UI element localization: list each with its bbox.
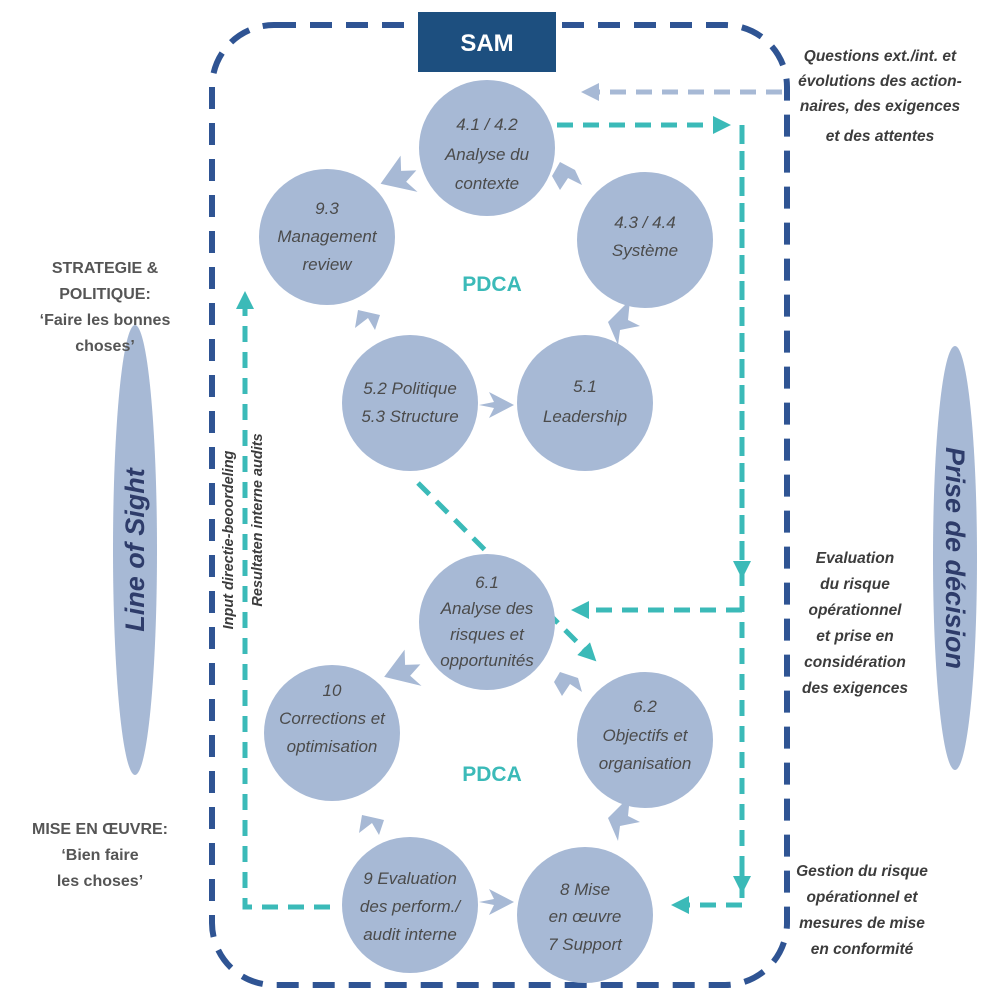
cycle-chevrons-bottom — [359, 649, 640, 915]
node-risques-line1: 6.1 — [475, 573, 499, 592]
node-corrections: 10 Corrections et optimisation — [264, 665, 400, 801]
resultaten-audits-label: Resultaten interne audits — [250, 433, 266, 606]
questions-line3: naires, des exigences — [800, 98, 961, 115]
node-context-line2: Analyse du — [444, 145, 530, 164]
evaluation-line6: des exigences — [802, 680, 908, 697]
sam-title-box: SAM — [418, 12, 556, 72]
evaluation-risque-label: Evaluation du risque opérationnel et pri… — [802, 550, 908, 697]
node-context: 4.1 / 4.2 Analyse du contexte — [419, 80, 555, 216]
mise-en-oeuvre-label: MISE EN ŒUVRE: ‘Bien faire les choses’ — [32, 821, 168, 890]
node-leadership-line1: 5.1 — [573, 377, 597, 396]
node-support: 8 Mise en œuvre 7 Support — [517, 847, 653, 983]
sam-title: SAM — [460, 30, 513, 57]
node-objectifs-line1: 6.2 — [633, 697, 657, 716]
line-of-sight-ellipse: Line of Sight — [113, 325, 157, 775]
node-risques: 6.1 Analyse des risques et opportunités — [419, 554, 555, 690]
node-evaluation-line2: des perform./ — [360, 897, 462, 916]
evaluation-line1: Evaluation — [816, 550, 894, 567]
strategie-line3: ‘Faire les bonnes — [40, 312, 171, 329]
line-of-sight-label: Line of Sight — [120, 467, 150, 631]
node-support-line1: 8 Mise — [560, 880, 610, 899]
strategie-line2: POLITIQUE: — [59, 286, 151, 303]
questions-line1: Questions ext./int. et — [804, 48, 957, 65]
node-politique-line1: 5.2 Politique — [363, 379, 457, 398]
pdca-top-label: PDCA — [462, 273, 522, 296]
input-directie-label: Input directie-beoordeling — [221, 450, 237, 629]
node-evaluation-line1: 9 Evaluation — [363, 869, 457, 888]
node-support-line3: 7 Support — [548, 935, 623, 954]
cycle-chevrons-top — [355, 155, 640, 418]
node-politique-line2: 5.3 Structure — [361, 407, 458, 426]
node-leadership: 5.1 Leadership — [517, 335, 653, 471]
prise-de-decision-label: Prise de décision — [940, 447, 970, 669]
pdca-bottom-label: PDCA — [462, 763, 522, 786]
node-objectifs-line2: Objectifs et — [602, 726, 688, 745]
node-support-line2: en œuvre — [549, 907, 622, 926]
evaluation-line4: et prise en — [816, 628, 894, 645]
mise-line1: MISE EN ŒUVRE: — [32, 821, 168, 838]
mise-line3: les choses’ — [57, 873, 143, 890]
node-risques-line4: opportunités — [440, 651, 534, 670]
node-objectifs: 6.2 Objectifs et organisation — [577, 672, 713, 808]
node-risques-line2: Analyse des — [440, 599, 534, 618]
evaluation-line5: considération — [804, 654, 906, 671]
mise-line2: ‘Bien faire — [61, 847, 138, 864]
questions-line2: évolutions des action- — [798, 73, 962, 90]
evaluation-line2: du risque — [820, 576, 890, 593]
node-politique: 5.2 Politique 5.3 Structure — [342, 335, 478, 471]
node-systeme: 4.3 / 4.4 Système — [577, 172, 713, 308]
questions-label: Questions ext./int. et évolutions des ac… — [798, 48, 962, 145]
prise-de-decision-ellipse: Prise de décision — [933, 346, 977, 770]
node-leadership-line2: Leadership — [543, 407, 627, 426]
gestion-line1: Gestion du risque — [796, 863, 928, 880]
node-risques-line3: risques et — [450, 625, 525, 644]
node-objectifs-line3: organisation — [599, 754, 692, 773]
teal-flow-lines — [236, 116, 751, 914]
node-review: 9.3 Management review — [259, 169, 395, 305]
node-corrections-line3: optimisation — [287, 737, 378, 756]
node-review-line3: review — [302, 255, 353, 274]
node-evaluation: 9 Evaluation des perform./ audit interne — [342, 837, 478, 973]
evaluation-line3: opérationnel — [808, 602, 902, 619]
questions-line4: et des attentes — [826, 128, 935, 145]
node-evaluation-line3: audit interne — [363, 925, 457, 944]
node-corrections-line1: 10 — [323, 681, 342, 700]
node-context-line3: contexte — [455, 174, 519, 193]
gestion-risque-label: Gestion du risque opérationnel et mesure… — [796, 863, 928, 958]
gestion-line4: en conformité — [811, 941, 914, 958]
strategie-line1: STRATEGIE & — [52, 260, 159, 277]
strategie-label: STRATEGIE & POLITIQUE: ‘Faire les bonnes… — [40, 260, 171, 355]
node-context-line1: 4.1 / 4.2 — [456, 115, 518, 134]
node-systeme-line1: 4.3 / 4.4 — [614, 213, 675, 232]
node-review-line2: Management — [277, 227, 378, 246]
gestion-line2: opérationnel et — [806, 889, 918, 906]
gestion-line3: mesures de mise — [799, 915, 925, 932]
node-review-line1: 9.3 — [315, 199, 339, 218]
strategie-line4: choses’ — [75, 338, 135, 355]
node-corrections-line2: Corrections et — [279, 709, 386, 728]
node-systeme-line2: Système — [612, 241, 678, 260]
